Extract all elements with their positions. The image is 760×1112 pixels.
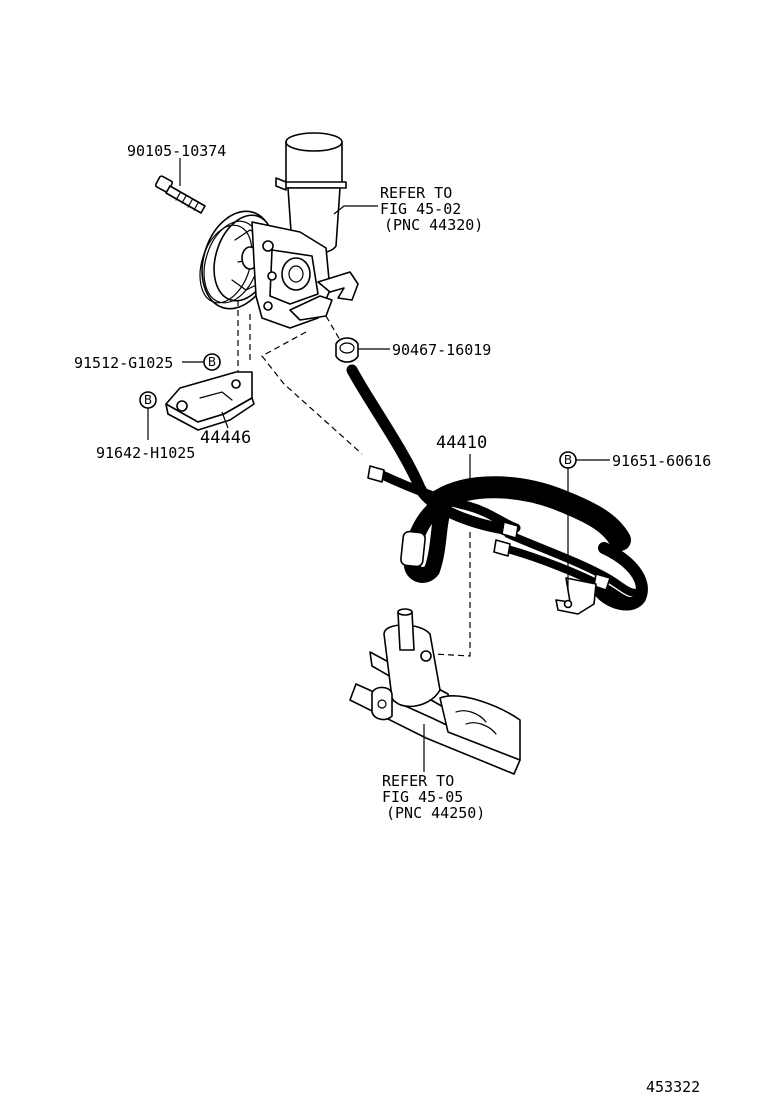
- steering-gear-housing: [349, 608, 521, 775]
- reservoir-ref-line1: REFER TO: [380, 184, 452, 202]
- bracket-part: [165, 371, 255, 431]
- clip-dashed-guide: [325, 315, 341, 341]
- callout-b-upper-letter: B: [208, 355, 216, 369]
- tube-assy-part-number: 44410: [436, 433, 487, 453]
- clamp-bolt-part-number: 91651-60616: [612, 452, 711, 470]
- illustration-number: 453322: [646, 1078, 700, 1096]
- reservoir-ref-line2: FIG 45-02: [380, 200, 461, 218]
- gear-ref-line1: REFER TO: [382, 772, 454, 790]
- tube-assy-leader: [451, 454, 471, 487]
- tube-to-gear-dashed: [433, 532, 471, 657]
- bolt-b-lower-part-number: 91642-H1025: [96, 444, 195, 462]
- gear-ref-line2: FIG 45-05: [382, 788, 463, 806]
- pump-to-tube-dashed: [261, 331, 363, 455]
- callout-b-right-letter: B: [564, 453, 572, 467]
- clip-part-number: 90467-16019: [392, 341, 491, 359]
- pressure-return-tube-assembly: [346, 364, 648, 615]
- clip-part: [335, 337, 359, 363]
- bolt-b-upper-part-number: 91512-G1025: [74, 354, 173, 372]
- callout-b-lower-letter: B: [144, 393, 152, 407]
- bolt-part-number: 90105-10374: [127, 142, 226, 160]
- reservoir-ref-leader: [333, 205, 378, 215]
- vane-pump-assembly: [199, 132, 359, 329]
- bracket-part-number: 44446: [200, 428, 251, 448]
- gear-ref-line3: (PNC 44250): [386, 804, 485, 822]
- bracket-leader: [221, 411, 229, 429]
- reservoir-ref-line3: (PNC 44320): [384, 216, 483, 234]
- bolt-part: [154, 175, 206, 214]
- callout-b-upper: [203, 353, 221, 371]
